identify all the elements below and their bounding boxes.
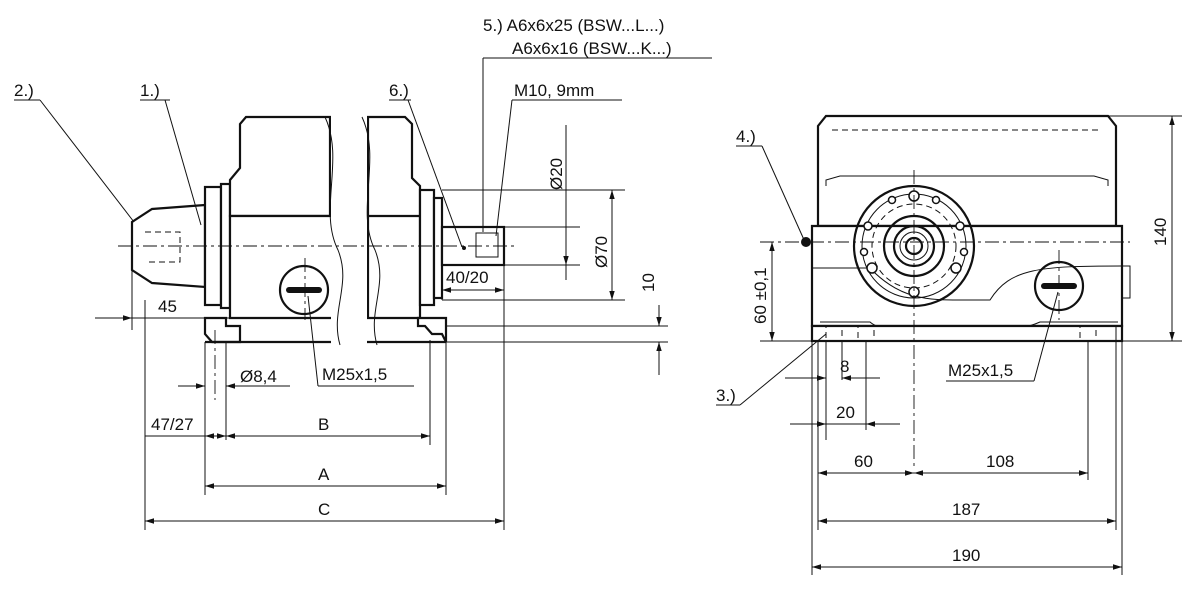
callout-6: 6.): [389, 81, 409, 100]
side-flange: [418, 188, 436, 307]
dim-10: 10: [639, 273, 658, 292]
side-housing-right: [366, 115, 422, 320]
side-foot-left: [203, 316, 242, 344]
dim-A: A: [318, 465, 330, 484]
dim-190: 190: [952, 546, 980, 565]
front-cover: [816, 114, 1118, 228]
side-gland-label: M25x1,5: [322, 365, 387, 384]
dim-C: C: [318, 500, 330, 519]
dim-140: 140: [1151, 218, 1170, 246]
callout-4: 4.): [736, 127, 756, 146]
dim-hole-dia: Ø8,4: [240, 367, 277, 386]
side-dimensions: [95, 125, 668, 530]
front-dimensions: [760, 115, 1182, 575]
thread-shaft-label: M10, 9mm: [514, 81, 594, 100]
dim-47-27: 47/27: [151, 415, 194, 434]
dim-dia20: Ø20: [547, 158, 566, 190]
side-cable-gland: [278, 264, 330, 316]
dim-40-20: 40/20: [446, 268, 489, 287]
side-foot-right: [416, 316, 448, 343]
callout-5-line1: 5.) A6x6x25 (BSW...L...): [483, 16, 664, 35]
dim-108: 108: [986, 452, 1014, 471]
side-view: [118, 110, 518, 400]
side-housing-top: [228, 115, 332, 218]
callout-5-line2: A6x6x16 (BSW...K...): [512, 39, 672, 58]
front-base: [810, 324, 1124, 343]
front-gland-label: M25x1,5: [948, 361, 1013, 380]
dim-60: 60: [854, 452, 873, 471]
callout-2: 2.): [14, 81, 34, 100]
dim-axis-height: 60 ±0,1: [751, 267, 770, 324]
front-view: [760, 114, 1131, 470]
callout-1: 1.): [140, 81, 160, 100]
dim-187: 187: [952, 500, 980, 519]
side-leaders: [14, 57, 712, 387]
labels: 2.) 1.) 6.) 5.) A6x6x25 (BSW...L...) A6x…: [14, 16, 1170, 565]
dim-20: 20: [836, 403, 855, 422]
callout-3: 3.): [716, 386, 736, 405]
dim-dia70: Ø70: [592, 236, 611, 268]
dim-8: 8: [840, 357, 849, 376]
dim-B: B: [318, 415, 329, 434]
dim-45: 45: [158, 297, 177, 316]
